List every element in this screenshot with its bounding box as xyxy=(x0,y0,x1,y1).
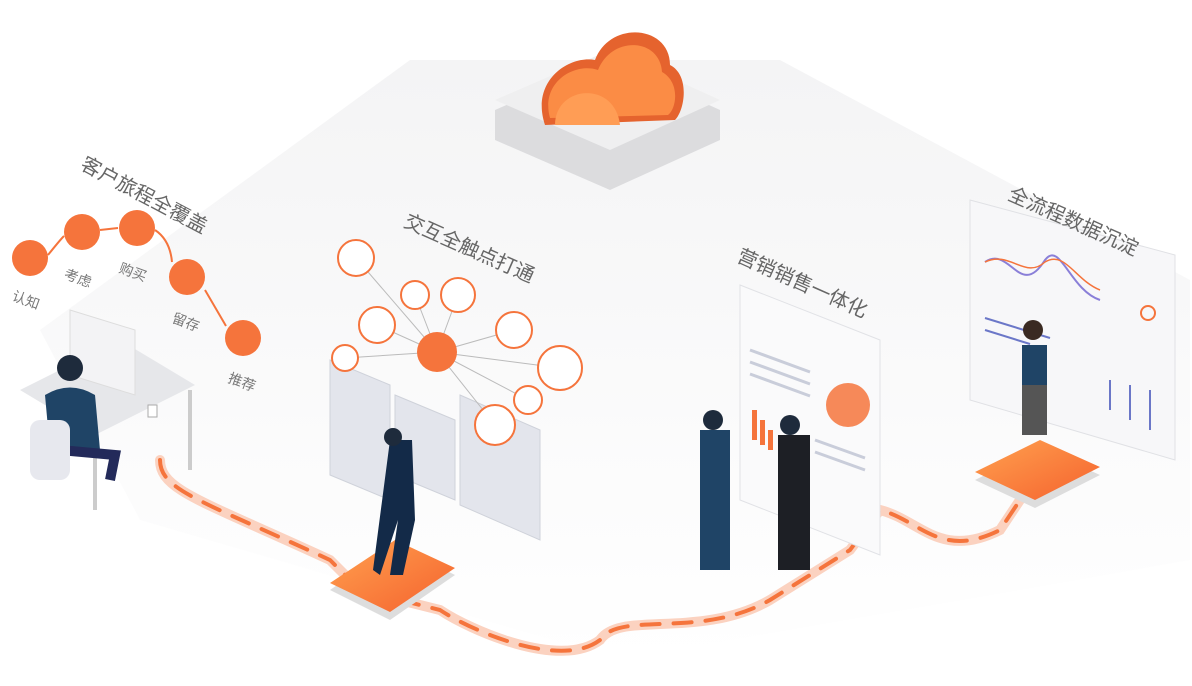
marketing-board xyxy=(700,284,881,570)
cloud-logo xyxy=(495,32,720,190)
data-dashboard xyxy=(969,199,1176,508)
platform-touchpoints xyxy=(330,428,455,620)
thinking-person-icon xyxy=(64,214,100,250)
journey-steps xyxy=(12,210,261,356)
group-icon xyxy=(225,320,261,356)
background-platform xyxy=(40,60,1190,660)
desk-person-icon xyxy=(12,240,48,276)
desk-scene xyxy=(20,309,195,510)
handshake-icon xyxy=(119,210,155,246)
presentation-icon xyxy=(169,259,205,295)
